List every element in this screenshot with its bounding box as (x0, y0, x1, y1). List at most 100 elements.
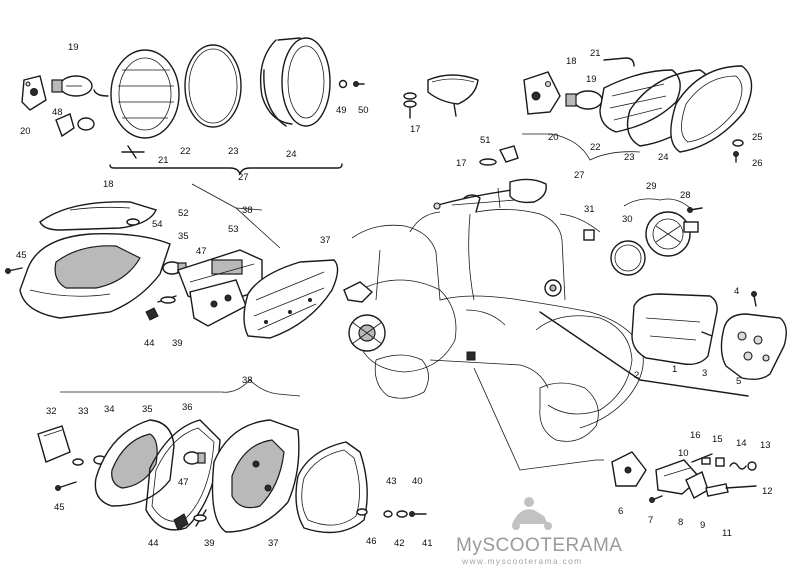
label-46: 46 (366, 536, 377, 547)
pin-11 (705, 483, 729, 497)
tail-lens-1 (631, 293, 718, 366)
label-37: 37 (320, 235, 331, 246)
label-20b: 20 (548, 132, 559, 143)
screw-7 (649, 495, 663, 503)
screw-28 (687, 207, 703, 213)
label-23b: 23 (624, 152, 635, 163)
engine-detail (343, 281, 386, 352)
label-5: 5 (736, 376, 741, 387)
headlamp-bulb-holder (21, 75, 47, 111)
washers-33-34 (72, 455, 107, 466)
screw-45-top (5, 267, 23, 274)
floor-switch (466, 351, 476, 361)
screw-45-bottom (55, 481, 77, 491)
screw-4 (751, 291, 757, 307)
nut-31 (583, 229, 595, 241)
label-14: 14 (736, 438, 747, 449)
label-17b: 17 (456, 158, 467, 169)
brace-27-right (522, 133, 641, 161)
rim-right-24 (670, 65, 753, 153)
horn-cover-29 (645, 211, 699, 257)
washer-54 (126, 218, 140, 226)
switch-assembly (189, 279, 247, 327)
rod-12 (725, 485, 757, 489)
mesh-panel-37-bottom (295, 441, 368, 534)
screws-25-26 (732, 139, 744, 163)
mesh-panel-37-top (243, 259, 339, 339)
glovebox-35-bottom (94, 419, 175, 507)
watermark-url: www.myscooterama.com (461, 556, 582, 566)
label-36: 36 (182, 402, 193, 413)
label-23: 23 (228, 146, 239, 157)
label-30: 30 (622, 214, 633, 225)
label-2: 2 (634, 370, 639, 381)
label-13: 13 (760, 440, 771, 451)
label-39: 39 (172, 338, 183, 349)
label-42: 42 (394, 538, 405, 549)
gasket-36 (145, 419, 221, 531)
glovebox-lid-52 (39, 201, 157, 231)
label-28: 28 (680, 190, 691, 201)
spark-plug-39-top (157, 295, 177, 304)
label-27: 27 (238, 172, 249, 183)
label-44b: 44 (148, 538, 159, 549)
label-34: 34 (104, 404, 115, 415)
handlebar-front-light (433, 178, 547, 213)
label-48: 48 (52, 107, 63, 118)
glovebox-35 (19, 233, 171, 319)
lens-right-22 (599, 69, 681, 133)
bulb-47-bottom (183, 451, 206, 465)
scooter-rider-logo-icon (512, 497, 552, 530)
label-49: 49 (336, 105, 347, 116)
spark-plug-39-bottom (193, 509, 207, 527)
label-21: 21 (158, 155, 169, 166)
label-6: 6 (618, 506, 623, 517)
label-9: 9 (700, 520, 705, 531)
screw-3 (701, 331, 713, 337)
label-45b: 45 (54, 502, 65, 513)
headlamp-gasket-23 (184, 44, 242, 128)
label-54: 54 (152, 219, 163, 230)
label-31: 31 (584, 204, 595, 215)
label-51: 51 (480, 135, 491, 146)
switch-6 (611, 451, 647, 487)
tail-cap-32 (37, 425, 71, 463)
bulb-holder-right-20 (523, 71, 561, 115)
label-12: 12 (762, 486, 773, 497)
leader-38-top (191, 183, 281, 249)
myscooterama-watermark: MySCOOTERAMA www.myscooterama.com (456, 497, 622, 566)
pilot-bulb-48 (55, 113, 95, 138)
label-32: 32 (46, 406, 57, 417)
speedometer-17 (403, 74, 479, 119)
label-24b: 24 (658, 152, 669, 163)
label-22b: 22 (590, 142, 601, 153)
label-16: 16 (690, 430, 701, 441)
label-53: 53 (228, 224, 239, 235)
label-7: 7 (648, 515, 653, 526)
label-41: 41 (422, 538, 433, 549)
leader-2 (539, 311, 749, 397)
leader-38-bottom (60, 379, 301, 397)
label-40: 40 (412, 476, 423, 487)
label-27b: 27 (574, 170, 585, 181)
label-29: 29 (646, 181, 657, 192)
rim-screw-49-50 (338, 79, 365, 89)
label-19: 19 (68, 42, 79, 53)
headlamp-rim-24 (259, 37, 331, 127)
label-35: 35 (178, 231, 189, 242)
horn-mounted (544, 279, 562, 297)
label-24: 24 (286, 149, 297, 160)
label-4: 4 (734, 286, 739, 297)
label-18b: 18 (566, 56, 577, 67)
tail-housing-5 (720, 313, 787, 381)
horn-gasket-30 (610, 240, 646, 276)
label-33: 33 (78, 406, 89, 417)
label-20: 20 (20, 126, 31, 137)
housing-bottom (211, 419, 300, 533)
wire-21-right (603, 57, 635, 67)
clip-21-left (121, 145, 145, 159)
label-21b: 21 (590, 48, 601, 59)
label-3: 3 (702, 368, 707, 379)
label-38b: 38 (242, 375, 253, 386)
part-number-labels: 19 20 48 18 21 22 23 24 27 49 50 17 21 1… (16, 42, 773, 549)
